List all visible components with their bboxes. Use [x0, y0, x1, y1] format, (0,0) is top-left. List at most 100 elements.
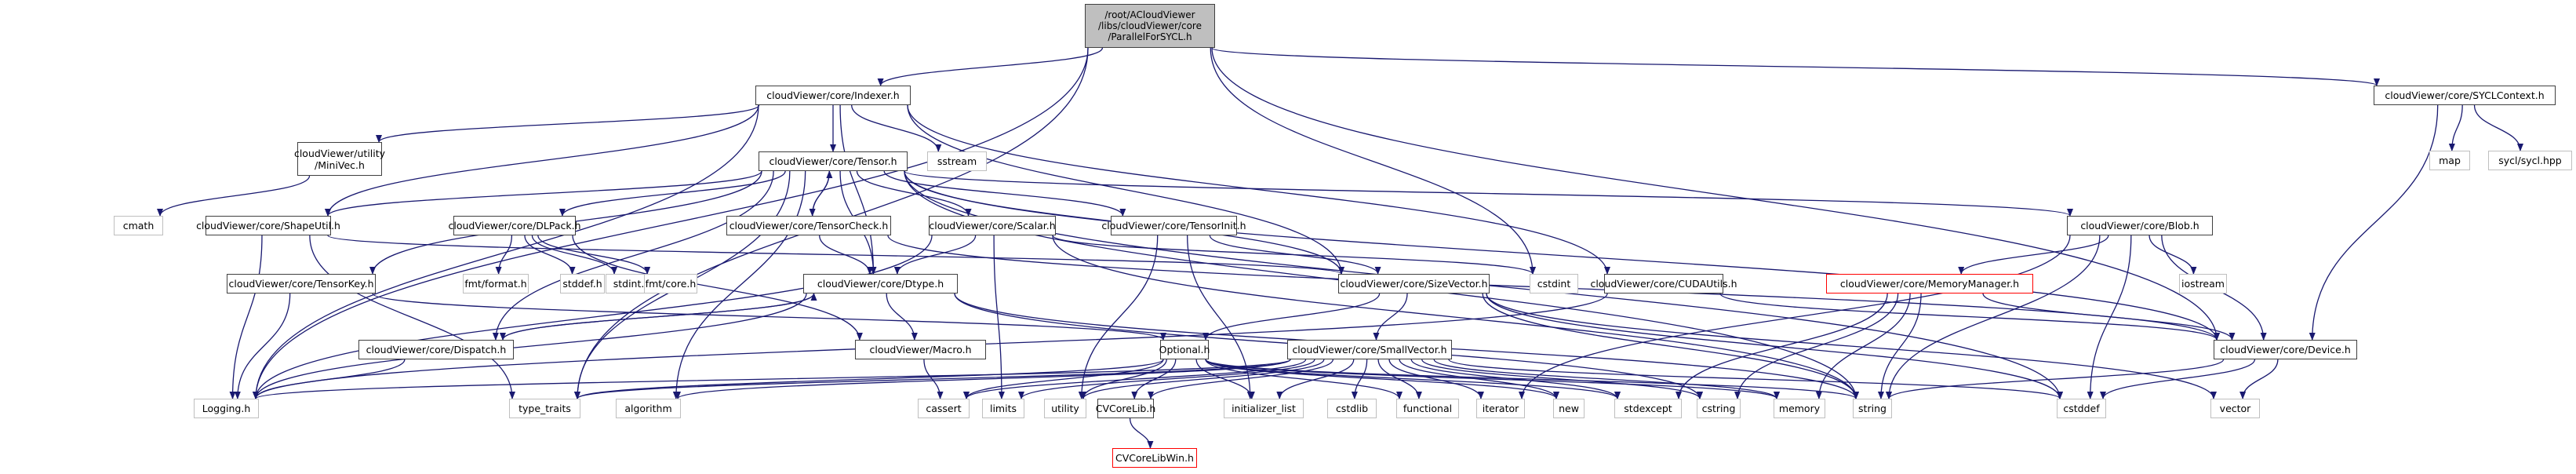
graph-node-minivec[interactable]: cloudViewer/utility /MiniVec.h	[294, 142, 385, 176]
graph-node-label: functional	[1403, 403, 1453, 414]
graph-edge-dlpack-to-fmtcore	[537, 235, 651, 275]
graph-edge-indexer-to-shapeutil	[325, 104, 759, 217]
graph-node-smallvector[interactable]: cloudViewer/core/SmallVector.h	[1287, 340, 1452, 359]
graph-node-iterator: iterator	[1476, 399, 1525, 418]
graph-node-label: cloudViewer/core/TensorCheck.h	[729, 220, 889, 232]
graph-node-typetraits: type_traits	[509, 399, 580, 418]
graph-node-tensor[interactable]: cloudViewer/core/Tensor.h	[759, 151, 908, 171]
graph-edge-smallvector-to-cstdlib	[1351, 359, 1368, 399]
graph-edge-optional-to-functional	[1205, 359, 1403, 399]
graph-node-limits: limits	[982, 399, 1024, 418]
graph-node-cudautils[interactable]: cloudViewer/core/CUDAUtils.h	[1590, 274, 1737, 294]
graph-node-dtype[interactable]: cloudViewer/core/Dtype.h	[803, 274, 958, 294]
graph-node-label: cloudViewer/core/SmallVector.h	[1292, 344, 1447, 356]
graph-node-tensorkey[interactable]: cloudViewer/core/TensorKey.h	[227, 274, 376, 294]
graph-edge-tensor-to-tensorinit	[883, 170, 1126, 217]
graph-edge-tensorinit-to-sizevector	[1209, 235, 1381, 275]
graph-node-label: stddef.h	[562, 278, 602, 290]
graph-node-cvcorelib[interactable]: CVCoreLib.h	[1095, 399, 1156, 418]
graph-edge-dtype-to-macro	[886, 293, 918, 341]
graph-edge-tensor-to-device	[904, 170, 2220, 341]
graph-edge-smallvector-to-iterator	[1388, 359, 1484, 399]
graph-edge-indexer-to-sizevector	[907, 104, 1344, 275]
graph-node-label: cloudViewer/core/Indexer.h	[766, 89, 900, 101]
graph-node-label: sycl/sycl.hpp	[2498, 155, 2562, 166]
graph-node-scalar[interactable]: cloudViewer/core/Scalar.h	[929, 216, 1056, 235]
graph-node-optional[interactable]: Optional.h	[1159, 340, 1210, 359]
graph-edge-dlpack-to-stddefh	[524, 235, 576, 275]
graph-edge-tensor-to-blob	[904, 170, 2073, 217]
graph-node-cmath: cmath	[114, 216, 163, 235]
graph-node-blob[interactable]: cloudViewer/core/Blob.h	[2067, 216, 2213, 235]
graph-edge-optional-to-initlist	[1195, 359, 1255, 399]
graph-edge-blob-to-string	[1886, 235, 2101, 399]
graph-edge-blob-to-iterator	[1519, 235, 2071, 399]
graph-node-syclctx[interactable]: cloudViewer/core/SYCLContext.h	[2374, 86, 2556, 105]
graph-node-tensorcheck[interactable]: cloudViewer/core/TensorCheck.h	[726, 216, 891, 235]
graph-node-functional: functional	[1396, 399, 1459, 418]
graph-node-label: vector	[2219, 403, 2251, 414]
graph-node-label: cloudViewer/core/MemoryManager.h	[1839, 278, 2020, 290]
graph-edge-syclctx-to-syclhpp	[2473, 104, 2523, 151]
graph-node-label: utility	[1051, 403, 1079, 414]
graph-edge-root-to-device	[1211, 47, 2220, 341]
graph-node-logging: Logging.h	[194, 399, 259, 418]
graph-node-label: cstring	[1701, 403, 1736, 414]
graph-node-label: string	[1858, 403, 1887, 414]
graph-edge-optional-to-cvcorelib	[1131, 359, 1177, 399]
graph-node-string: string	[1853, 399, 1892, 418]
graph-node-label: cstddef	[2063, 403, 2100, 414]
graph-node-map: map	[2429, 151, 2470, 170]
graph-node-label: cmath	[122, 220, 155, 232]
graph-node-iostream: iostream	[2179, 274, 2227, 294]
graph-edge-sizevector-to-cstddef	[1486, 293, 2063, 399]
graph-node-initlist: initializer_list	[1224, 399, 1304, 418]
graph-node-label: CVCoreLib.h	[1095, 403, 1156, 414]
graph-node-shapeutil[interactable]: cloudViewer/core/ShapeUtil.h	[196, 216, 340, 235]
graph-edge-smallvector-to-stdexcept	[1410, 359, 1621, 399]
graph-node-label: CVCoreLibWin.h	[1115, 452, 1194, 464]
graph-edge-device-to-vector	[2239, 359, 2279, 399]
graph-edge-scalar-to-limits	[993, 235, 1005, 399]
graph-edge-tensorcheck-to-tensor	[812, 170, 833, 217]
graph-edge-optional-to-typetraits	[574, 359, 1164, 399]
graph-node-label: cloudViewer/core/Dtype.h	[817, 278, 944, 290]
graph-node-cstdlib: cstdlib	[1327, 399, 1377, 418]
graph-edge-smallvector-to-utility	[1080, 359, 1325, 399]
graph-node-dlpack[interactable]: cloudViewer/core/DLPack.h	[448, 216, 581, 235]
graph-edge-smallvector-to-logging	[253, 359, 1291, 399]
graph-node-memmgr[interactable]: cloudViewer/core/MemoryManager.h	[1826, 274, 2033, 294]
graph-edge-tensorinit-to-utility	[1078, 235, 1159, 399]
graph-node-dispatch[interactable]: cloudViewer/core/Dispatch.h	[358, 340, 514, 359]
graph-edge-tensor-to-dispatch	[492, 170, 774, 341]
graph-node-label: cassert	[926, 403, 962, 414]
graph-edge-sizevector-to-optional	[1202, 293, 1381, 341]
graph-node-device[interactable]: cloudViewer/core/Device.h	[2214, 340, 2357, 359]
graph-edge-smallvector-to-memory	[1433, 359, 1780, 399]
graph-edge-optional-to-string	[1205, 359, 1859, 399]
graph-edge-scalar-to-string	[1052, 235, 1859, 399]
graph-node-root[interactable]: /root/ACloudViewer /libs/cloudViewer/cor…	[1085, 4, 1215, 48]
graph-node-label: cloudViewer/core/ShapeUtil.h	[196, 220, 340, 232]
graph-edge-smallvector-to-cstring	[1421, 359, 1703, 399]
graph-edge-smallvector-to-limits	[1018, 359, 1315, 399]
graph-node-label: new	[1559, 403, 1579, 414]
graph-edge-smallvector-to-cstddef	[1448, 359, 2063, 399]
graph-edge-scalar-to-logging	[253, 235, 933, 399]
graph-edge-dlpack-to-stdinth	[531, 235, 618, 275]
graph-edge-root-to-indexer	[877, 47, 1104, 86]
graph-edge-indexer-to-minivec	[376, 104, 760, 143]
graph-node-label: iostream	[2181, 278, 2225, 290]
graph-node-sizevector[interactable]: cloudViewer/core/SizeVector.h	[1338, 274, 1490, 294]
graph-node-cvcorelibwin[interactable]: CVCoreLibWin.h	[1112, 448, 1197, 468]
graph-node-stddefh: stddef.h	[560, 274, 605, 294]
graph-edge-syclctx-to-map	[2448, 104, 2463, 151]
graph-node-indexer[interactable]: cloudViewer/core/Indexer.h	[755, 86, 911, 105]
graph-node-fmtcore: fmt/core.h	[644, 274, 697, 294]
graph-edge-device-to-string	[1886, 359, 2225, 399]
graph-node-macro[interactable]: cloudViewer/Macro.h	[855, 340, 986, 359]
graph-edge-smallvector-to-algorithm	[675, 359, 1291, 399]
graph-node-tensorinit[interactable]: cloudViewer/core/TensorInit.h	[1101, 216, 1246, 235]
graph-edge-minivec-to-cmath	[157, 175, 311, 217]
graph-edge-memmgr-to-cstring	[1734, 293, 1899, 399]
